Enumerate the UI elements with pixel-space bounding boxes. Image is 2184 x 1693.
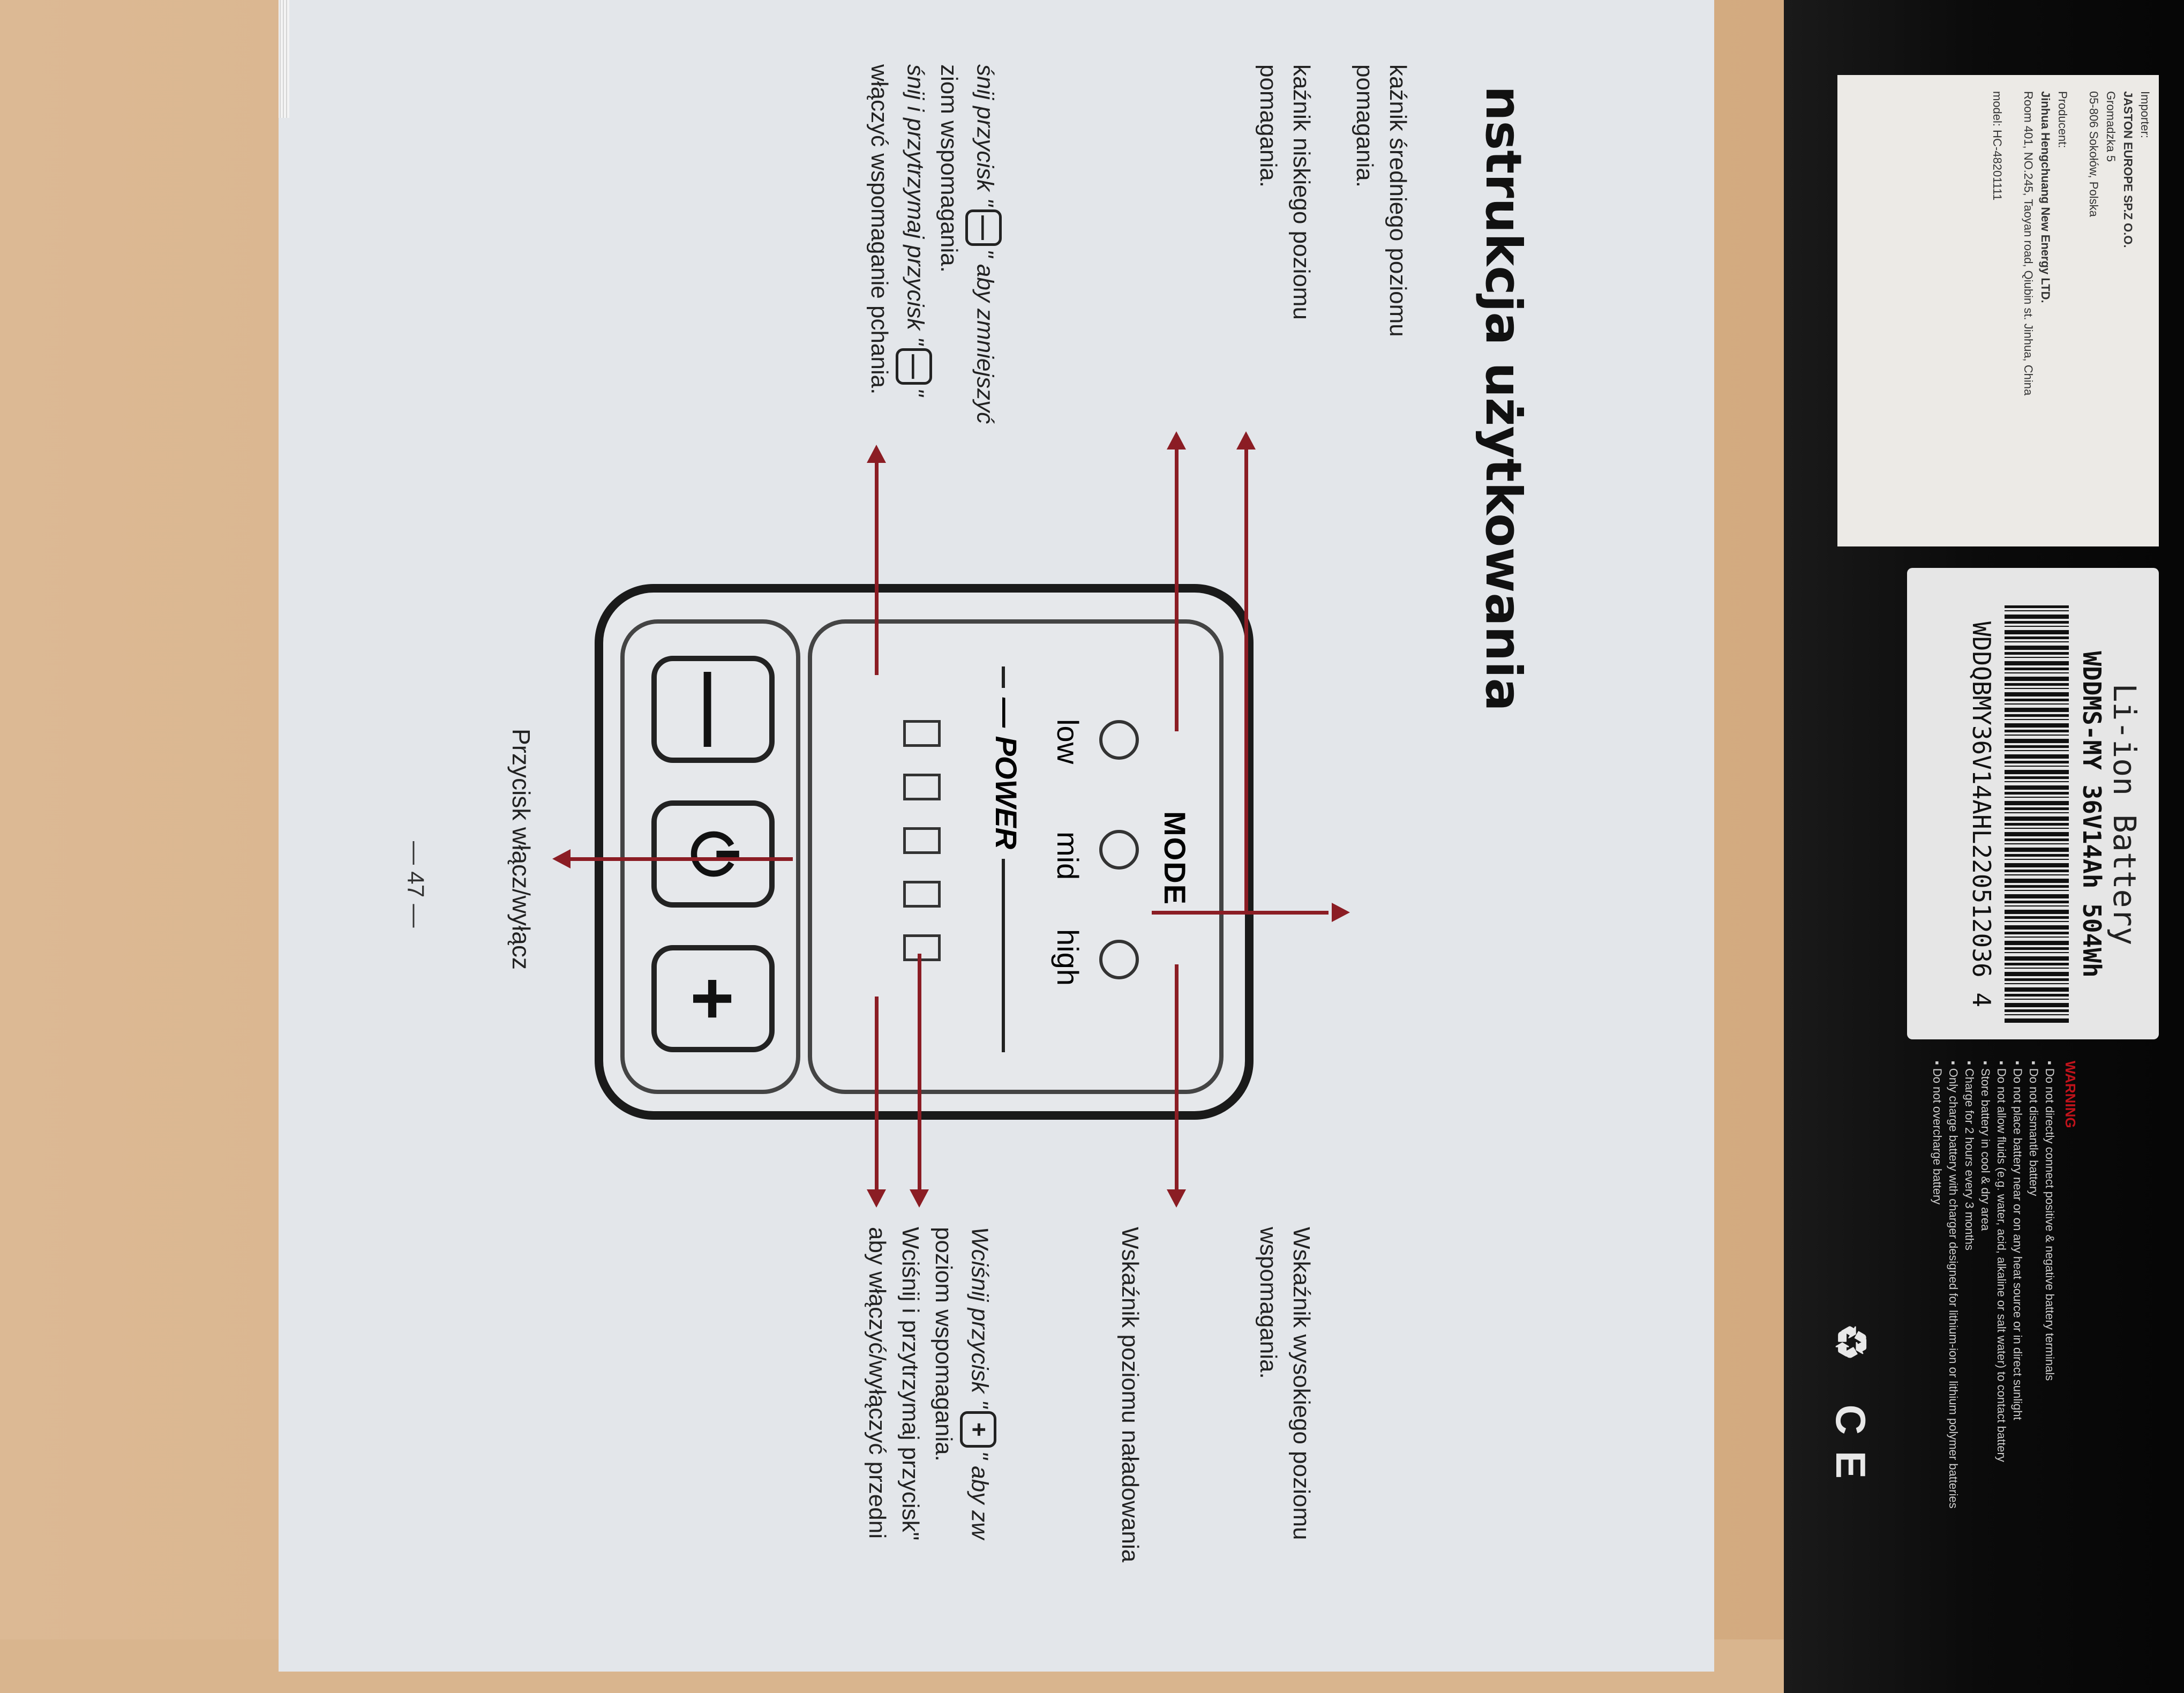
charge-bar-icon	[903, 881, 941, 908]
arrow-tip	[1332, 903, 1350, 922]
minus-button-note: śnij przycisk "—" aby zmniejszyć ziom ws…	[862, 64, 1002, 424]
importer-line	[2006, 91, 2020, 563]
minus-button-icon: —	[651, 656, 775, 763]
battery-type: Li-ion Battery	[2106, 683, 2143, 946]
arrow-line	[875, 461, 879, 675]
warning-item: ▪ Do not overcharge battery	[1931, 1061, 1944, 1205]
plus-icon: +	[960, 1411, 996, 1448]
level-low: low	[1051, 719, 1085, 765]
battery-serial: WDDQBMY36V14AHL220512036 4	[1967, 621, 1996, 1008]
importer-line: JASTON EUROPE SP.Z O.O.	[2121, 91, 2135, 248]
mid-level-note: kaźnik średniego poziomu pomagania.	[1352, 64, 1411, 337]
importer-label	[1837, 75, 2159, 546]
importer-line: model: HC-48201111	[1991, 91, 2004, 201]
arrow-line	[875, 997, 879, 1189]
importer-line: Gromadzka 5	[2104, 91, 2118, 162]
plus-button-note: Wciśnij przycisk "+" aby zw poziom wspom…	[860, 1227, 996, 1540]
charge-level-note: Wskaźnik poziomu naładowania	[1117, 1227, 1143, 1563]
barcode-block: Li-ion Battery WDDMS-MY 36V14Ah 504Wh WD…	[1902, 584, 2148, 1045]
importer-line: Producent:	[2056, 91, 2069, 148]
power-button-caption: Przycisk włącz/wyłącz	[507, 729, 535, 970]
charge-bar-icon	[903, 774, 941, 800]
warning-item: ▪ Only charge battery with charger desig…	[1947, 1061, 1960, 1509]
importer-line: Jinhua Hengchuang New Energy LTD.	[2039, 91, 2052, 303]
manual-page: nstrukcja użytkowania kaźnik średniego p…	[107, 0, 1553, 1639]
low-level-note: kaźnik niskiego poziomu pomagania.	[1255, 64, 1315, 320]
battery-model: WDDMS-MY 36V14Ah 504Wh	[2077, 651, 2106, 978]
arrow-tip	[1167, 1189, 1186, 1208]
low-led-icon	[1099, 720, 1139, 760]
importer-line	[2071, 91, 2085, 563]
importer-line: Importer:	[2138, 91, 2152, 139]
warning-item: ▪ Do not place battery near or on any he…	[2011, 1061, 2024, 1420]
warning-item: ▪ Do not dismantle battery	[2027, 1061, 2040, 1196]
arrow-tip	[1236, 431, 1256, 450]
importer-text: Importer:JASTON EUROPE SP.Z O.O.Gromadzk…	[1832, 91, 2153, 563]
warning-list: ▪ Do not directly connect positive & neg…	[1929, 1061, 2058, 1677]
power-button-icon: ⏻	[651, 800, 775, 908]
power-label: — POWER	[989, 688, 1024, 859]
charge-bar-icon	[903, 720, 941, 747]
arrow-line	[568, 857, 793, 861]
importer-lines: Importer:JASTON EUROPE SP.Z O.O.Gromadzk…	[1988, 91, 2153, 563]
warning-item: ▪ Store battery in cool & dry area	[1979, 1061, 1992, 1231]
level-high: high	[1051, 929, 1085, 986]
arrow-tip	[552, 849, 571, 868]
certification-marks: ♻ CE	[1827, 1323, 1874, 1495]
plus-button-icon: +	[651, 945, 775, 1052]
page-edges	[279, 0, 289, 118]
page-number: — 47 —	[402, 841, 429, 928]
charge-bar-icon	[903, 934, 941, 961]
mid-led-icon	[1099, 830, 1139, 870]
warning-item: ▪ Do not directly connect positive & neg…	[2043, 1061, 2057, 1381]
button-row: — ⏻ +	[620, 619, 800, 1094]
minus-icon: —	[896, 348, 932, 385]
warning-title: WARNING	[2062, 1061, 2078, 1128]
barcode-icon	[2005, 605, 2069, 1023]
warning-item: ▪ Charge for 2 hours every 3 months	[1963, 1061, 1976, 1250]
arrow-tip	[867, 445, 886, 463]
importer-line: Room 401, NO.245, Taoyan road, Qiubin st…	[2022, 91, 2035, 396]
display-area: MODE low mid high — POWER	[808, 619, 1224, 1094]
warning-item: ▪ Do not allow fluids (e.g. water, acid,…	[1995, 1061, 2008, 1462]
arrow-line	[1175, 964, 1179, 1189]
minus-icon: —	[965, 209, 1002, 246]
high-level-note: Wskaźnik wysokiego poziomu wspomagania.	[1255, 1227, 1315, 1540]
high-led-icon	[1099, 940, 1139, 979]
arrow-line	[1244, 447, 1248, 913]
arrow-line	[1152, 911, 1329, 915]
arrow-line	[918, 954, 921, 1189]
mode-label: MODE	[1158, 811, 1192, 905]
arrow-tip	[867, 1189, 886, 1208]
charge-bar-icon	[903, 827, 941, 854]
arrow-tip	[910, 1189, 929, 1208]
control-panel-diagram: MODE low mid high — POWER — ⏻ +	[595, 584, 1254, 1120]
page-title: nstrukcja użytkowania	[1475, 86, 1532, 711]
arrow-line	[1175, 447, 1179, 731]
level-mid: mid	[1051, 831, 1085, 880]
importer-line: 05-806 Sokołów, Polska	[2087, 91, 2100, 217]
arrow-tip	[1167, 431, 1186, 450]
